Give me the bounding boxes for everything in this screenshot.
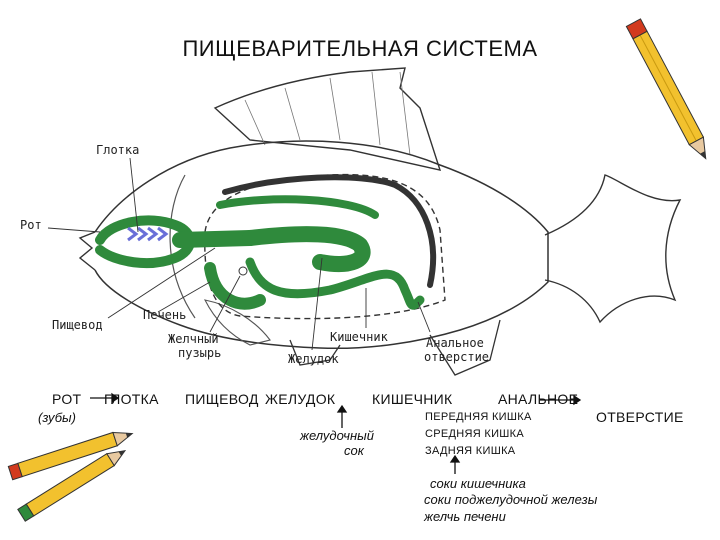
pectoral-fin <box>204 299 271 346</box>
mouth-outline <box>78 231 96 271</box>
label-gallbladder-2: пузырь <box>178 346 222 360</box>
label-anus-1: Анальное <box>426 336 484 350</box>
pencil-icon-top <box>625 18 707 160</box>
flow-juice-1: соки кишечника <box>430 476 526 491</box>
digestive-tract <box>95 195 425 310</box>
gills <box>127 226 169 242</box>
fish-body-outline <box>94 140 549 350</box>
flow-anus-1: АНАЛЬНОЕ <box>498 391 579 407</box>
flow-gastric-juice-1: желудочный <box>300 428 374 443</box>
operculum <box>169 174 196 319</box>
label-pharynx: Глотка <box>96 143 140 157</box>
flow-teeth: (зубы) <box>38 410 76 425</box>
label-gallbladder-1: Желчный <box>168 332 219 346</box>
flow-stomach: ЖЕЛУДОК <box>265 391 336 407</box>
tail-fin <box>544 174 682 324</box>
flow-anus-2: ОТВЕРСТИЕ <box>596 409 684 425</box>
flow-front-gut: ПЕРЕДНЯЯ КИШКА <box>425 411 532 423</box>
pencil-icon-bottom-2 <box>17 449 127 522</box>
pencil-icon-bottom-1 <box>7 431 134 481</box>
swim-bladder <box>222 174 436 288</box>
flow-mouth: РОТ <box>52 391 82 407</box>
flow-juice-3: желчь печени <box>424 509 506 524</box>
flow-mid-gut: СРЕДНЯЯ КИШКА <box>425 428 524 440</box>
flow-juice-2: соки поджелудочной железы <box>424 492 598 507</box>
label-intestine: Кишечник <box>330 330 388 344</box>
label-stomach: Желудок <box>288 352 339 366</box>
page-title: ПИЩЕВАРИТЕЛЬНАЯ СИСТЕМА <box>182 36 538 61</box>
flow-intestine: КИШЕЧНИК <box>372 391 453 407</box>
anal-fin <box>429 319 501 376</box>
label-esophagus: Пищевод <box>52 318 103 332</box>
pelvic-fin <box>289 339 341 366</box>
flow-gastric-juice-2: сок <box>344 443 364 458</box>
flow-hind-gut: ЗАДНЯЯ КИШКА <box>425 445 516 457</box>
label-liver: Печень <box>143 308 187 322</box>
flow-esophagus: ПИЩЕВОД <box>185 391 259 407</box>
label-mouth: Рот <box>20 218 42 232</box>
label-anus-2: отверстие <box>424 350 490 364</box>
gallbladder <box>238 266 248 276</box>
flow-pharynx: ГЛОТКА <box>104 391 159 407</box>
dorsal-fin <box>213 67 442 171</box>
